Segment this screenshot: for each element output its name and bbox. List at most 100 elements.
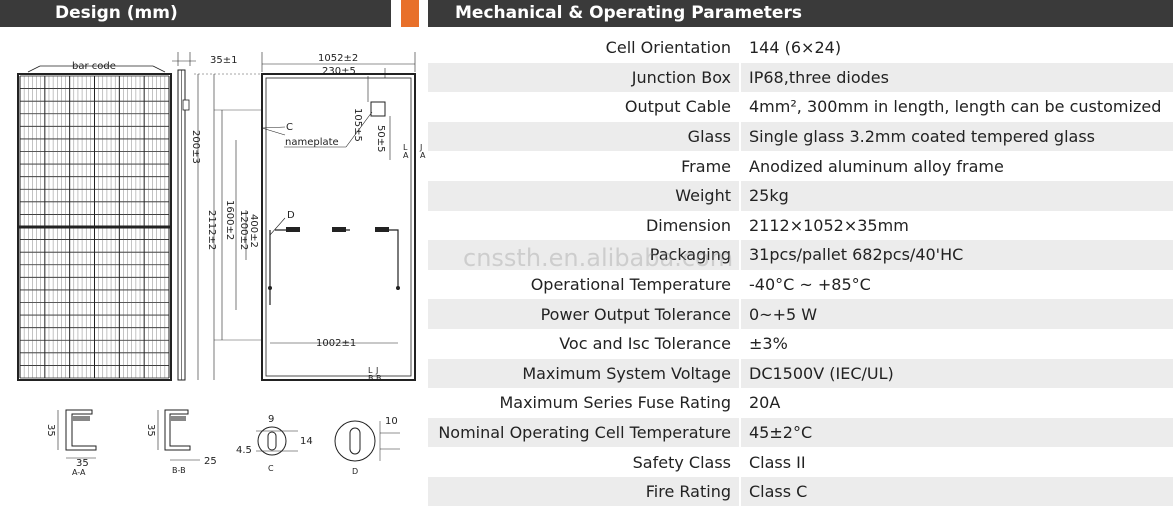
dim-105-label: 105±5 (352, 108, 363, 142)
section-aa-width: 35 (76, 458, 89, 469)
dim-230-label: 230±5 (322, 66, 356, 77)
spec-row: Dimension 2112×1052×35mm (428, 210, 1173, 241)
dim-1052-label: 1052±2 (318, 53, 358, 64)
mark-c-label: C (286, 122, 293, 133)
parameters-header: Mechanical & Operating Parameters (428, 0, 1173, 27)
hole-c-label: C (268, 464, 274, 473)
spec-separator (739, 328, 741, 359)
spec-value: 45±2°C (749, 423, 813, 443)
spec-row: Fire Rating Class C (428, 476, 1173, 506)
spec-separator (739, 269, 741, 300)
side-mark-a2: A (420, 151, 426, 160)
spec-label: Cell Orientation (605, 38, 731, 58)
hole-c-14: 14 (300, 436, 313, 447)
spec-value: Anodized aluminum alloy frame (749, 156, 1004, 176)
spec-row: Junction Box IP68,three diodes (428, 62, 1173, 93)
spec-value: Class C (749, 482, 808, 502)
spec-label: Frame (681, 156, 731, 176)
bottom-mark-l: L (368, 366, 373, 375)
hole-c-45: 4.5 (236, 445, 252, 456)
section-aa-height: 35 (45, 424, 56, 437)
bottom-mark-b: B (368, 374, 374, 383)
spec-value: 31pcs/pallet 682pcs/40'HC (749, 245, 964, 265)
design-header: Design (mm) (0, 0, 391, 27)
spec-label: Glass (687, 127, 731, 147)
section-aa-label: A-A (72, 468, 86, 477)
module-design-drawing: bar code 35±1 1052±2 230±5 105±5 50±5 na… (0, 30, 430, 506)
side-mark-j: J (419, 143, 422, 152)
parameters-header-title: Mechanical & Operating Parameters (455, 3, 802, 23)
spec-value: Class II (749, 452, 806, 472)
section-aa (57, 409, 97, 459)
spec-label: Nominal Operating Cell Temperature (438, 423, 731, 443)
spec-separator (739, 62, 741, 93)
panel-side-view (177, 69, 190, 381)
spec-separator (739, 447, 741, 477)
spec-row: Operational Temperature-40°C ~ +85°C (428, 269, 1173, 300)
spec-separator (739, 210, 741, 241)
spec-separator (739, 180, 741, 211)
spec-value: 144 (6×24) (749, 38, 842, 58)
spec-label: Output Cable (624, 97, 731, 117)
spec-label: Maximum Series Fuse Rating (499, 393, 731, 413)
hole-d-label: D (352, 467, 358, 476)
spec-value: DC1500V (IEC/UL) (749, 363, 894, 383)
dim-35-label: 35±1 (210, 55, 237, 66)
spec-label: Fire Rating (645, 482, 731, 502)
spec-separator (739, 33, 741, 63)
spec-label: Voc and Isc Tolerance (559, 334, 731, 354)
bar-code-label: bar code (72, 61, 116, 72)
bottom-mark-b2: B (376, 374, 382, 383)
spec-label: Dimension (645, 215, 731, 235)
spec-row: Maximum System Voltage DC1500V (IEC/UL) (428, 358, 1173, 389)
spec-row: Frame Anodized aluminum alloy frame (428, 151, 1173, 181)
side-mark-l: L (403, 143, 408, 152)
spec-label: Maximum System Voltage (522, 363, 731, 383)
dim-1002-label: 1002±1 (316, 338, 356, 349)
nameplate-label: nameplate (285, 137, 339, 148)
dim-400-label: 400±2 (248, 214, 259, 248)
spec-value: 2112×1052×35mm (749, 215, 909, 235)
spec-separator (739, 417, 741, 448)
bottom-mark-j: J (375, 366, 378, 375)
hole-c (256, 426, 298, 456)
spec-label: Packaging (649, 245, 731, 265)
spec-separator (739, 92, 741, 122)
spec-row: Maximum Series Fuse Rating 20A (428, 388, 1173, 418)
header-accent-bar (401, 0, 419, 27)
spec-label: Safety Class (632, 452, 731, 472)
spec-value: 20A (749, 393, 781, 413)
parameters-table: Cell Orientation 144 (6×24) Junction Box IP… (428, 33, 1173, 506)
section-bb (157, 409, 200, 461)
hole-d-10: 10 (385, 416, 398, 427)
side-mark-a: A (403, 151, 409, 160)
spec-row: Weight 25kg (428, 180, 1173, 211)
spec-value: 25kg (749, 186, 789, 206)
spec-row: Packaging 31pcs/pallet 682pcs/40'HC (428, 240, 1173, 270)
dim-2112-label: 2112±2 (206, 210, 217, 250)
spec-separator (739, 476, 741, 506)
dim-200-label: 200±3 (190, 130, 201, 164)
spec-separator (739, 121, 741, 152)
spec-separator (739, 299, 741, 329)
spec-row: Cell Orientation 144 (6×24) (428, 33, 1173, 63)
spec-separator (739, 388, 741, 418)
dim-1200-label: 1200±2 (238, 210, 249, 250)
spec-value: 4mm², 300mm in length, length can be cus… (749, 97, 1162, 117)
spec-label: Power Output Tolerance (540, 304, 731, 324)
spec-row: Output Cable 4mm², 300mm in length, lengt… (428, 92, 1173, 122)
dim-1600-label: 1600±2 (224, 200, 235, 240)
spec-label: Junction Box (631, 67, 731, 87)
spec-row: Voc and Isc Tolerance ±3% (428, 328, 1173, 359)
spec-value: -40°C ~ +85°C (749, 275, 871, 295)
hole-d (334, 420, 400, 462)
spec-value: ±3% (749, 334, 788, 354)
section-bb-label: B-B (172, 466, 186, 475)
spec-label: Weight (675, 186, 731, 206)
section-bb-height: 35 (145, 424, 156, 437)
panel-front-view (17, 73, 172, 381)
spec-value: IP68,three diodes (749, 67, 889, 87)
spec-separator (739, 240, 741, 270)
design-header-title: Design (mm) (55, 3, 178, 23)
